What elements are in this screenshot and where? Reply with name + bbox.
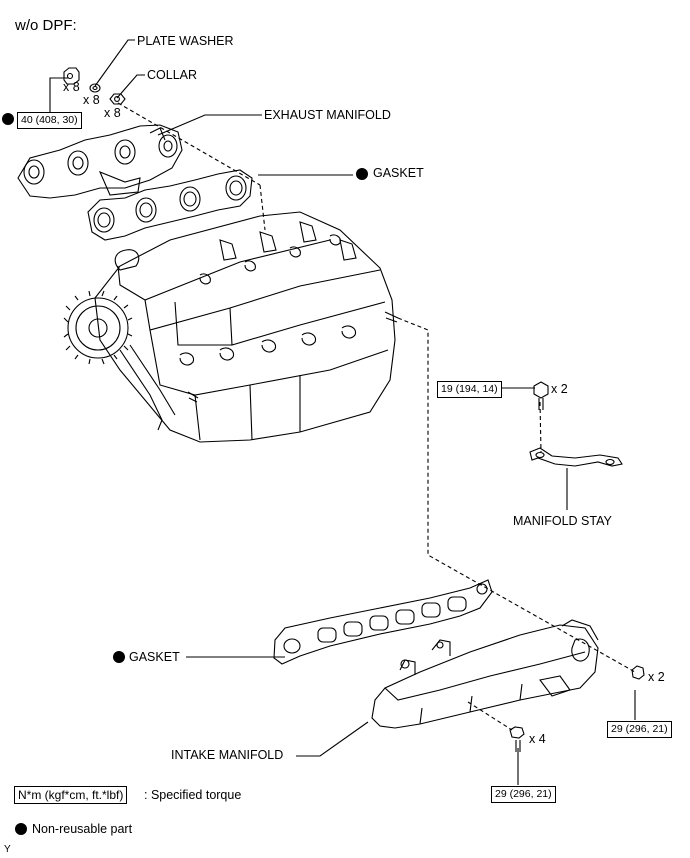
page-title: w/o DPF:	[15, 17, 77, 34]
upper-fasteners	[63, 67, 126, 105]
qty-stay-bolt: x 2	[551, 382, 568, 396]
leader-lines	[49, 39, 636, 785]
gasket-lower-nonreusable-icon	[113, 651, 125, 663]
label-intake-manifold: INTAKE MANIFOLD	[171, 748, 284, 762]
label-plate-washer: PLATE WASHER	[137, 34, 234, 48]
alignment-lines	[117, 102, 636, 731]
legend-nonreusable-dot-icon	[15, 823, 27, 835]
nonreusable-dot-icon	[2, 113, 14, 125]
qty-intake-bolt: x 4	[529, 732, 546, 746]
exhaust-gasket-drawing	[87, 169, 253, 241]
label-collar: COLLAR	[147, 68, 198, 82]
torque-intake-bolt: 29 (296, 21)	[491, 786, 556, 803]
legend-torque-text: : Specified torque	[144, 788, 242, 802]
label-manifold-stay: MANIFOLD STAY	[513, 514, 612, 528]
qty-intake-nut: x 2	[648, 670, 665, 684]
corner-mark: Y	[4, 844, 11, 855]
torque-intake-nut: 29 (296, 21)	[607, 721, 672, 738]
qty-collar: x 8	[104, 106, 121, 120]
intake-manifold-drawing	[371, 619, 645, 752]
qty-nut-upper: x 8	[63, 80, 80, 94]
torque-stay-bolt: 19 (194, 14)	[437, 381, 502, 398]
label-gasket-lower: GASKET	[129, 650, 180, 664]
exhaust-manifold-drawing	[17, 124, 183, 199]
engine-block-drawing	[63, 211, 399, 443]
label-gasket-upper: GASKET	[373, 166, 424, 180]
legend-nonreusable-text: Non-reusable part	[32, 822, 133, 836]
intake-gasket-drawing	[273, 579, 493, 665]
torque-exhaust-nut: 40 (408, 30)	[17, 112, 82, 129]
gasket-upper-nonreusable-icon	[356, 168, 368, 180]
legend-torque-box: N*m (kgf*cm, ft.*lbf)	[14, 786, 128, 804]
qty-plate-washer: x 8	[83, 93, 100, 107]
manifold-stay-drawing	[529, 381, 623, 467]
label-exhaust-manifold: EXHAUST MANIFOLD	[264, 108, 391, 122]
